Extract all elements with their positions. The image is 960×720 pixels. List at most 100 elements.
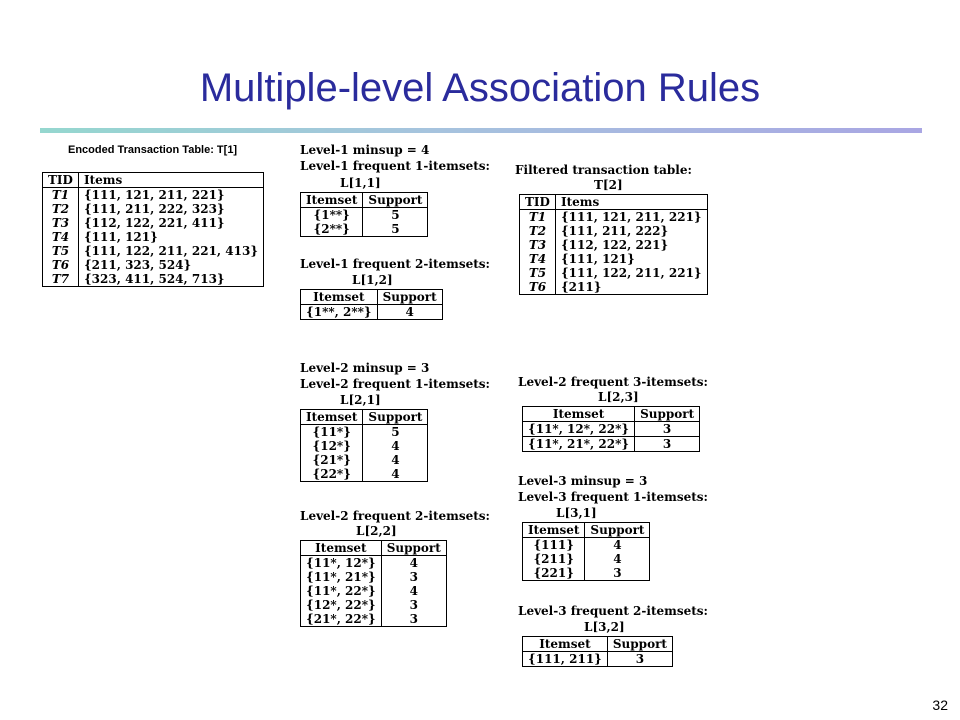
support-cell: 3 [409,598,418,612]
itemset-cell: {11*, 21*, 22*} [522,436,636,452]
support-cell: 5 [391,222,400,236]
tid-cell: T5 [519,266,556,280]
items-cell: {111, 211, 222, 323} [83,202,225,216]
items-cell: {323, 411, 524, 713} [83,272,225,286]
items-cell: {111, 211, 222} [560,224,669,238]
slide-title: Multiple-level Association Rules [199,66,761,110]
column-header: Support [362,409,428,425]
page-number: 32 [932,697,948,713]
column-header: Itemset [300,289,378,305]
column-header: Support [634,406,700,422]
level1-frequent2-caption: Level-1 frequent 2-itemsets: [300,257,490,271]
l12-label: L[1,2] [352,273,393,287]
tid-cell: T4 [519,252,556,266]
itemset-cell: {221} [522,566,586,581]
level2-frequent3-caption: Level-2 frequent 3-itemsets: [518,375,708,389]
table-row: {11*}5 [300,424,428,439]
support-cell: 3 [409,570,418,584]
support-cell: 3 [409,612,418,626]
support-cell: 4 [613,538,622,552]
table-row: {21*}4 [300,453,428,467]
level1-frequent1-caption: Level-1 frequent 1-itemsets: [300,159,490,173]
items-cell: {111, 121, 211, 221} [83,188,225,202]
table-row: T6{211, 323, 524} [42,258,264,272]
column-header: Itemset [522,636,608,652]
support-cell: 4 [409,584,418,598]
column-header: Itemset [522,522,586,538]
level2-minsup: Level-2 minsup = 3 [300,361,430,375]
tid-cell: T1 [42,187,79,202]
table-row: T2 {111, 211, 222, 323} [42,202,264,216]
items-cell: {112, 122, 221, 411} [83,216,225,230]
level3-frequent2-caption: Level-3 frequent 2-itemsets: [518,604,708,618]
tid-cell: T2 [42,202,79,216]
table-row: T5 {111, 122, 211, 221} [519,266,708,280]
itemset-cell: {1**, 2**} [300,304,378,320]
tid-cell: T5 [42,244,79,258]
level3-minsup: Level-3 minsup = 3 [518,474,648,488]
support-cell: 3 [662,422,672,436]
l21-label: L[2,1] [340,393,381,407]
encoded-table-caption: Encoded Transaction Table: T[1] [68,144,238,156]
support-cell: 3 [613,566,622,580]
tid-cell: T7 [42,272,79,287]
column-header: Support [362,192,428,208]
itemset-cell: {111} [522,537,586,552]
table-row: {11*, 22*} 4 [300,584,447,598]
table-row: {1**, 2**} 4 [300,304,443,320]
itemset-cell: {1**} [300,207,364,222]
table-row: {21*, 22*}3 [300,612,447,627]
table-row: T4{111, 121} [519,252,708,266]
table-row: T3 {112, 122, 221, 411} [42,216,264,230]
table-row: {2**} 5 [300,222,428,237]
level1-minsup: Level-1 minsup = 4 [300,143,430,157]
items-cell: {112, 122, 221} [560,238,669,252]
items-cell: {211} [560,280,602,294]
column-header: Support [381,540,447,556]
items-cell: {211, 323, 524} [83,258,192,272]
itemset-cell: {11*, 22*} [300,584,382,598]
tid-cell: T3 [42,216,79,230]
itemset-cell: {12*, 22*} [300,598,382,612]
table-row: {11*, 21*, 22*}3 [522,436,700,452]
support-cell: 4 [409,556,418,570]
itemset-cell: {22*} [300,467,364,482]
l22-label: L[2,2] [356,524,397,538]
items-cell: {111, 121, 211, 221} [560,210,702,224]
table-row: T4{111, 121} [42,230,264,244]
column-header: Support [607,636,673,652]
table-row: {11*, 12*, 22*} 3 [522,421,700,437]
support-cell: 3 [634,436,700,452]
table-row: {1**} 5 [300,207,428,222]
level2-frequent2-caption: Level-2 frequent 2-itemsets: [300,509,490,523]
items-cell: {111, 122, 211, 221} [560,266,702,280]
itemset-cell: {12*} [300,439,364,453]
tid-cell: T1 [519,209,556,224]
l23-label: L[2,3] [598,390,639,404]
itemset-cell: {11*} [300,424,364,439]
title-divider [40,128,922,133]
tid-cell: T2 [519,224,556,238]
support-cell: 4 [613,552,622,566]
l11-label: L[1,1] [340,176,381,190]
items-cell: {111, 121} [83,230,158,244]
column-header: Itemset [522,406,636,422]
table-row: {12*, 22*} 3 [300,598,447,612]
level2-frequent1-caption: Level-2 frequent 1-itemsets: [300,377,490,391]
table-row: {11*, 12*}4 [300,555,447,570]
column-header: Support [584,522,650,538]
itemset-cell: {2**} [300,222,364,237]
support-cell: 4 [405,305,414,319]
table-row: {111, 211}3 [522,651,673,667]
table-row: T2 {111, 211, 222} [519,224,708,238]
support-cell: 5 [391,208,400,222]
itemset-cell: {11*, 12*, 22*} [522,421,636,437]
level3-frequent1-caption: Level-3 frequent 1-itemsets: [518,490,708,504]
itemset-cell: {211} [522,552,586,566]
table-row: {221} 3 [522,566,650,581]
